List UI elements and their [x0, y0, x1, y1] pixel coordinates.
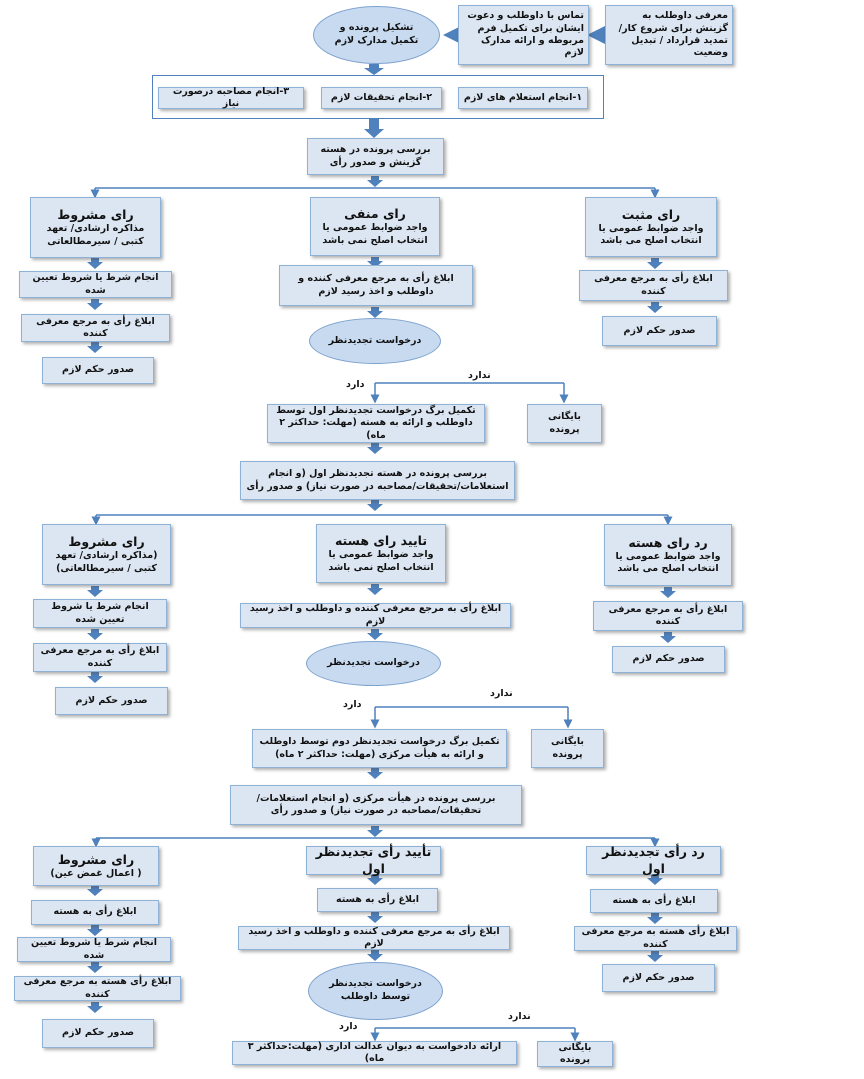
step-inquiries: ۱-انجام استعلام های لازم [458, 87, 588, 109]
s3-confirm-title: تأیید رأی تجدیدنظر اول [315, 844, 432, 876]
s2-form-appeal: تکمیل برگ درخواست تجدیدنظر دوم توسط داوط… [252, 729, 507, 768]
s2-label-no: ندارد [490, 688, 513, 699]
s1-archive: بایگانی پرونده [527, 404, 602, 443]
s1-conditional-vote: رای مشروط مذاکره ارشادی/ تعهد کتبی / سیر… [30, 197, 161, 258]
s3-court-petition: ارائه دادخواست به دیوان عدالت اداری (مهل… [232, 1041, 517, 1065]
s2-conditional-title: رای مشروط [68, 534, 145, 550]
review-core: بررسی پرونده در هسته گزینش و صدور رأی [307, 138, 444, 175]
s2-conditional-desc: (مذاکره ارشادی/ تعهد کتبی / سیرمطالعاتی) [55, 550, 158, 574]
s3-conditional-desc: ( اعمال غمض عین) [50, 867, 142, 879]
s3-archive: بایگانی پرونده [537, 1041, 613, 1067]
s3-conf-notify-core: ابلاغ رأی به هسته [317, 888, 438, 912]
box-referral-text: معرفی داوطلب به گزینش برای شروع کار/ تمد… [618, 10, 728, 59]
s1-appeal-ellipse: درخواست تجدیدنظر [309, 318, 441, 364]
s2-confirm-title: تایید رای هسته [334, 533, 428, 549]
s1-conditional-desc: مذاکره ارشادی/ تعهد کتبی / سیرمطالعاتی [46, 223, 145, 247]
s1-form-appeal: تکمیل برگ درخواست تجدیدنظر اول توسط داوط… [267, 404, 485, 443]
ellipse-form-dossier: تشکیل پرونده و تکمیل مدارک لازم [313, 6, 440, 64]
s3-rej-notify-core: ابلاغ رأی به هسته [590, 889, 718, 913]
s3-cond-do: انجام شرط یا شروط تعیین شده [17, 937, 171, 962]
s2-conf-notify: ابلاغ رأی به مرجع معرفی کننده و داوطلب و… [240, 603, 511, 628]
s1-conditional-title: رای مشروط [57, 207, 134, 223]
s3-cond-issue: صدور حکم لازم [42, 1019, 154, 1048]
s2-label-yes: دارد [343, 699, 362, 710]
s3-cond-notify-core: ابلاغ رأی به هسته [31, 900, 159, 925]
s1-cond-do: انجام شرط یا شروط تعیین شده [19, 271, 172, 298]
s2-rej-notify: ابلاغ رأی به مرجع معرفی کننده [593, 601, 743, 631]
s1-positive-title: رای مثبت [621, 206, 681, 222]
s1-positive-vote: رای مثبت واجد ضوابط عمومی یا انتخاب اصلح… [585, 197, 717, 257]
s2-central-review: بررسی پرونده در هیأت مرکزی (و انجام استع… [230, 785, 522, 825]
s2-reject-core: رد رای هسته واجد ضوابط عمومی یا انتخاب ا… [604, 524, 732, 586]
step-interview: ۳-انجام مصاحبه درصورت نیاز [158, 86, 304, 109]
s3-reject-appeal: رد رأی تجدیدنظر اول [586, 844, 721, 876]
s3-rej-issue: صدور حکم لازم [602, 964, 715, 992]
step-investigation: ۲-انجام تحقیقات لازم [321, 87, 442, 109]
s2-cond-do: انجام شرط یا شروط تعیین شده [33, 599, 167, 628]
s2-appeal-ellipse: درخواست تجدیدنظر [306, 641, 441, 686]
s2-confirm-desc: واجد ضوابط عمومی یا انتخاب اصلح نمی باشد [328, 549, 434, 573]
ellipse-form-dossier-text: تشکیل پرونده و تکمیل مدارک لازم [334, 22, 419, 46]
s2-conditional-vote: رای مشروط (مذاکره ارشادی/ تعهد کتبی / سی… [42, 524, 171, 585]
s1-pos-issue: صدور حکم لازم [602, 316, 717, 346]
box-referral: معرفی داوطلب به گزینش برای شروع کار/ تمد… [605, 5, 733, 65]
s3-rej-notify-referrer: ابلاغ رأی هسته به مرجع معرفی کننده [574, 926, 737, 951]
box-contact-candidate: تماس با داوطلب و دعوت ایشان برای تکمیل ف… [458, 5, 589, 65]
s2-cond-issue: صدور حکم لازم [55, 687, 168, 715]
s3-label-yes: دارد [339, 1021, 358, 1032]
box-contact-text: تماس با داوطلب و دعوت ایشان برای تکمیل ف… [467, 10, 584, 59]
s2-reject-title: رد رای هسته [628, 534, 708, 550]
s3-conf-notify-all: ابلاغ رأی به مرجع معرفی کننده و داوطلب و… [238, 926, 510, 950]
s3-conditional-title: رای مشروط [57, 851, 135, 867]
s2-cond-notify: ابلاغ رأی به مرجع معرفی کننده [33, 643, 167, 672]
s2-confirm-core: تایید رای هسته واجد ضوابط عمومی یا انتخا… [316, 524, 446, 583]
s1-cond-issue: صدور حکم لازم [42, 357, 154, 384]
s2-rej-issue: صدور حکم لازم [612, 646, 725, 673]
s3-appeal-ellipse: درخواست تجدیدنظر توسط داوطلب [308, 962, 443, 1020]
s2-reject-desc: واجد ضوابط عمومی یا انتخاب اصلح می باشد [615, 550, 721, 575]
s1-negative-title: رای منفی [344, 206, 406, 222]
s1-positive-desc: واجد ضوابط عمومی یا انتخاب اصلح می باشد [598, 222, 704, 247]
s3-reject-title: رد رأی تجدیدنظر اول [602, 844, 705, 876]
s3-cond-notify-referrer: ابلاغ رأی هسته به مرجع معرفی کننده [14, 976, 181, 1001]
s1-negative-vote: رای منفی واجد ضوابط عمومی یا انتخاب اصلح… [310, 197, 440, 256]
s1-label-no: ندارد [468, 370, 491, 381]
s1-appeal-review: بررسی پرونده در هسته تجدیدنظر اول (و انج… [240, 461, 515, 500]
down-arrows [87, 64, 676, 1013]
s1-pos-notify: ابلاغ رأی به مرجع معرفی کننده [579, 270, 728, 301]
s3-confirm-appeal: تأیید رأی تجدیدنظر اول [306, 844, 441, 876]
s2-archive: بایگانی پرونده [531, 729, 604, 768]
s3-conditional-vote: رای مشروط ( اعمال غمض عین) [33, 846, 159, 886]
s1-label-yes: دارد [346, 379, 365, 390]
s1-cond-notify: ابلاغ رأی به مرجع معرفی کننده [21, 314, 170, 342]
s1-neg-notify: ابلاغ رأی به مرجع معرفی کننده و داوطلب و… [279, 265, 473, 306]
s1-negative-desc: واجد ضوابط عمومی یا انتخاب اصلح نمی باشد [322, 222, 428, 246]
s3-label-no: ندارد [508, 1011, 531, 1022]
